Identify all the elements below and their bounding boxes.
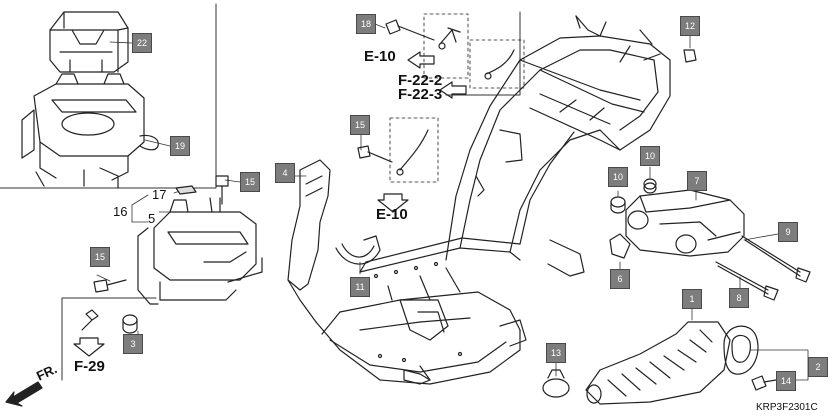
callout-11[interactable]: 11 bbox=[350, 277, 370, 297]
callout-19[interactable]: 19 bbox=[170, 136, 190, 156]
screw-14-part bbox=[751, 375, 777, 391]
callout-6[interactable]: 6 bbox=[610, 269, 630, 289]
front-arrow-icon bbox=[5, 381, 43, 407]
bolt-9-part bbox=[741, 235, 811, 283]
ref-e10-top[interactable]: E-10 bbox=[364, 48, 396, 65]
ground-cable-15-part bbox=[357, 117, 439, 183]
callout-18[interactable]: 18 bbox=[356, 14, 376, 34]
callout-15-upper[interactable]: 15 bbox=[350, 115, 370, 135]
callout-15-right[interactable]: 15 bbox=[240, 172, 260, 192]
callout-14[interactable]: 14 bbox=[776, 371, 796, 391]
callout-10-lower[interactable]: 10 bbox=[608, 167, 628, 187]
clamp-13-part bbox=[542, 369, 570, 398]
reference-arrows bbox=[377, 51, 467, 213]
callout-16[interactable]: 16 bbox=[113, 204, 128, 219]
bolt-15b-part bbox=[93, 279, 127, 293]
callout-2[interactable]: 2 bbox=[808, 357, 828, 377]
callout-8[interactable]: 8 bbox=[729, 288, 749, 308]
rubber-17-part bbox=[175, 185, 197, 195]
callout-15-lower[interactable]: 15 bbox=[90, 247, 110, 267]
bolt-8-part bbox=[715, 261, 779, 301]
rubber-6-part bbox=[609, 233, 631, 259]
ref-f29[interactable]: F-29 bbox=[74, 358, 105, 375]
main-frame-part bbox=[287, 15, 671, 385]
ref-f22-2[interactable]: F-22-2 bbox=[398, 72, 443, 89]
collar-10b-part bbox=[610, 196, 626, 214]
diagram-code: KRP3F2301C bbox=[756, 402, 818, 413]
ref-f22-3[interactable]: F-22-3 bbox=[398, 86, 443, 103]
bolt-15-part bbox=[215, 175, 229, 205]
ground-cable-18-part bbox=[385, 13, 525, 89]
inset-bolt-part bbox=[81, 309, 99, 331]
callout-1[interactable]: 1 bbox=[682, 289, 702, 309]
callout-5[interactable]: 5 bbox=[148, 211, 156, 226]
callout-3[interactable]: 3 bbox=[123, 334, 143, 354]
nut-12-part bbox=[683, 49, 697, 63]
leader-lines bbox=[96, 21, 809, 381]
callout-7[interactable]: 7 bbox=[687, 171, 707, 191]
air-duct-1-part bbox=[585, 321, 731, 405]
collar-3-part bbox=[122, 314, 138, 334]
callout-12[interactable]: 12 bbox=[680, 16, 700, 36]
callout-13[interactable]: 13 bbox=[546, 343, 566, 363]
battery-box-part bbox=[49, 11, 129, 73]
callout-10-upper[interactable]: 10 bbox=[640, 146, 660, 166]
callout-9[interactable]: 9 bbox=[778, 222, 798, 242]
callout-4[interactable]: 4 bbox=[275, 163, 295, 183]
battery-holder-part bbox=[21, 73, 159, 189]
collar-10a-part bbox=[643, 178, 657, 194]
engine-hanger-7-part bbox=[625, 189, 745, 257]
ref-e10-bottom[interactable]: E-10 bbox=[376, 206, 408, 223]
callout-17[interactable]: 17 bbox=[152, 187, 167, 202]
callout-22[interactable]: 22 bbox=[132, 33, 152, 53]
clamp-11-part bbox=[335, 235, 381, 265]
f29-arrow bbox=[73, 337, 105, 357]
joint-2-part bbox=[723, 325, 759, 375]
battery-tray-part bbox=[137, 197, 263, 305]
